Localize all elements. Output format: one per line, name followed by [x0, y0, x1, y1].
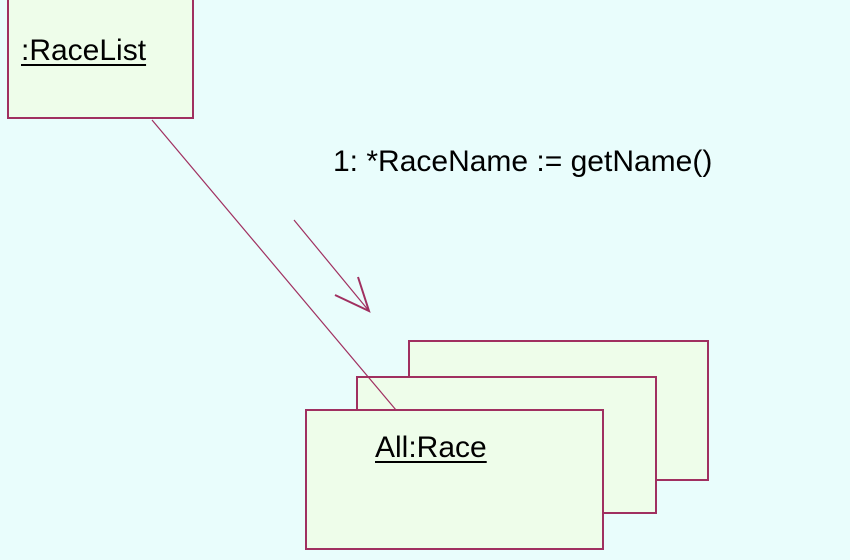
- message-arrow: [293, 219, 370, 312]
- race-list-object[interactable]: :RaceList: [7, 0, 194, 119]
- race-list-label: :RaceList: [21, 34, 147, 67]
- all-race-label: All:Race: [375, 431, 487, 464]
- arrowhead-icon: [334, 276, 371, 313]
- all-race-object[interactable]: All:Race: [305, 409, 604, 550]
- message-label: 1: *RaceName := getName(): [333, 145, 713, 178]
- association-link[interactable]: [151, 119, 397, 411]
